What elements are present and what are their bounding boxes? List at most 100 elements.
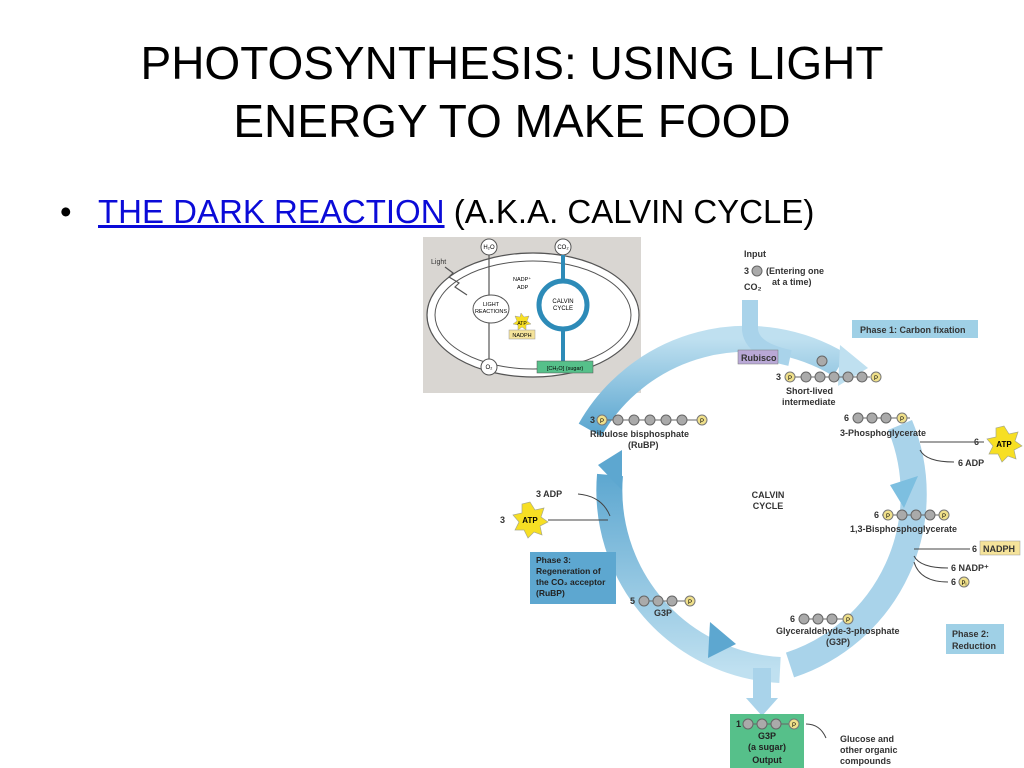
inset-nadp-label: NADP⁺	[513, 276, 531, 283]
phase1-box	[852, 320, 978, 338]
glucose-3: compounds	[840, 756, 891, 766]
atp6-label: ATP	[996, 440, 1012, 449]
input-arrow	[742, 300, 792, 366]
inset-atp-label: ATP	[517, 321, 527, 327]
co2-molecule	[751, 265, 763, 277]
phase3-label-1: Phase 3:	[536, 555, 571, 565]
svg-text:P: P	[900, 417, 904, 423]
nadph-box	[979, 540, 1021, 556]
ring-arc-left	[596, 473, 781, 683]
pi-circle	[958, 576, 970, 588]
bullet-dot: •	[60, 193, 72, 230]
input-note-1: (Entering one	[766, 266, 824, 276]
phase3-box	[530, 552, 616, 604]
input-label: Input	[744, 249, 766, 259]
g3p6-name-2: (G3P)	[826, 637, 850, 647]
output-label: Output	[752, 755, 782, 765]
svg-text:P: P	[788, 376, 792, 382]
nadph-count: 6	[972, 544, 977, 554]
bpg-name: 1,3-Bisphosphoglycerate	[850, 524, 957, 534]
adp3-arrow	[577, 493, 611, 517]
inset-sugar-label: [CH₂O] (sugar)	[547, 366, 584, 372]
ring-arc-right	[785, 420, 927, 678]
slide-title: PHOTOSYNTHESIS: USING LIGHT ENERGY TO MA…	[0, 34, 1024, 150]
output-chain: P	[742, 718, 800, 730]
bpg-count: 6	[874, 510, 879, 520]
rubp-name-2: (RuBP)	[628, 440, 659, 450]
glucose-1: Glucose and	[840, 734, 894, 744]
bullet-item: • THE DARK REACTION (A.K.A. CALVIN CYCLE)	[60, 190, 814, 234]
calvin-cycle-diagram: Input 3 (Entering one at a time) CO₂ Pha…	[490, 240, 1024, 768]
rubp-name-1: Ribulose bisphosphate	[590, 429, 689, 439]
ring-arc-top	[578, 325, 847, 437]
inset-calvin-1: CALVIN	[552, 299, 573, 305]
inset-nadph-box	[508, 329, 536, 340]
pga-count: 6	[844, 413, 849, 423]
arrowhead-right	[890, 476, 918, 508]
pi-label: Pᵢ	[962, 581, 967, 587]
intermediate-co2	[816, 355, 828, 367]
svg-text:P: P	[874, 376, 878, 382]
svg-text:P: P	[942, 514, 946, 520]
svg-text:P: P	[886, 514, 890, 520]
nadph-label: NADPH	[983, 544, 1015, 554]
inset-light-label: Light	[431, 259, 446, 266]
svg-text:P: P	[846, 618, 850, 624]
phase2-box	[946, 624, 1004, 654]
inset-nadph-label: NADPH	[512, 333, 531, 339]
phase3-label-3: the CO₂ acceptor	[536, 577, 606, 587]
inset-co2-label: CO₂	[557, 245, 569, 251]
phase2-label-1: Phase 2:	[952, 629, 989, 639]
chloroplast-svg: Light H₂O LIGHT REACTIONS O₂ NADP⁺ ADP A…	[426, 238, 640, 378]
title-line-2: ENERGY TO MAKE FOOD	[233, 95, 791, 147]
g3p5-chain: P	[638, 595, 696, 607]
pi-count: 6	[951, 577, 956, 587]
g3p6-name-1: Glyceraldehyde-3-phosphate	[776, 626, 900, 636]
nadp-label: 6 NADP⁺	[951, 563, 989, 573]
atp3-star	[512, 501, 549, 539]
rubp-chain: P P	[596, 414, 708, 426]
bullet-text: (A.K.A. CALVIN CYCLE)	[453, 193, 815, 230]
svg-text:P: P	[792, 723, 796, 729]
inset-o2-label: O₂	[486, 365, 494, 371]
short-lived-chain: P P	[784, 371, 882, 383]
light-zigzag	[444, 266, 468, 296]
input-note-2: at a time)	[772, 277, 812, 287]
inset-sugar-box	[536, 360, 594, 374]
input-co2: CO₂	[744, 282, 762, 292]
g3p5-name: G3P	[654, 608, 672, 618]
inset-calvin-2: CYCLE	[553, 306, 573, 312]
adp6-arrow	[919, 449, 955, 463]
calvin-cycle-svg: Input 3 (Entering one at a time) CO₂ Pha…	[500, 249, 1023, 768]
pi-arrow	[913, 561, 949, 583]
arrowhead-left	[598, 450, 622, 490]
output-sugar: (a sugar)	[748, 742, 786, 752]
short-lived-2: intermediate	[782, 397, 836, 407]
svg-text:P: P	[688, 600, 692, 606]
inset-light-reactions-2: REACTIONS	[475, 309, 507, 315]
output-g3p: G3P	[758, 731, 776, 741]
dark-reaction-link[interactable]: THE DARK REACTION	[98, 193, 445, 230]
phase1-label: Phase 1: Carbon fixation	[860, 325, 966, 335]
output-arrowhead	[746, 698, 778, 716]
short-lived-1: Short-lived	[786, 386, 833, 396]
atp3-label: ATP	[522, 516, 538, 525]
input-count: 3	[744, 266, 749, 276]
glucose-arrow	[805, 723, 827, 739]
bpg-chain: P P	[882, 509, 950, 521]
nadp-arrow	[913, 555, 949, 569]
adp3-label: 3 ADP	[536, 489, 562, 499]
rubp-count: 3	[590, 415, 595, 425]
output-count: 1	[736, 719, 741, 729]
inset-h2o-label: H₂O	[483, 245, 495, 251]
light-reactions-node	[472, 294, 510, 324]
title-line-1: PHOTOSYNTHESIS: USING LIGHT	[140, 37, 884, 89]
center-label-2: CYCLE	[753, 501, 784, 511]
pga-chain: P	[852, 412, 910, 424]
inset-atp-star	[512, 312, 532, 331]
phase3-label-4: (RuBP)	[536, 588, 565, 598]
adp6-label: 6 ADP	[958, 458, 984, 468]
g3p6-chain: P	[798, 613, 854, 625]
pga-name: 3-Phosphoglycerate	[840, 428, 926, 438]
